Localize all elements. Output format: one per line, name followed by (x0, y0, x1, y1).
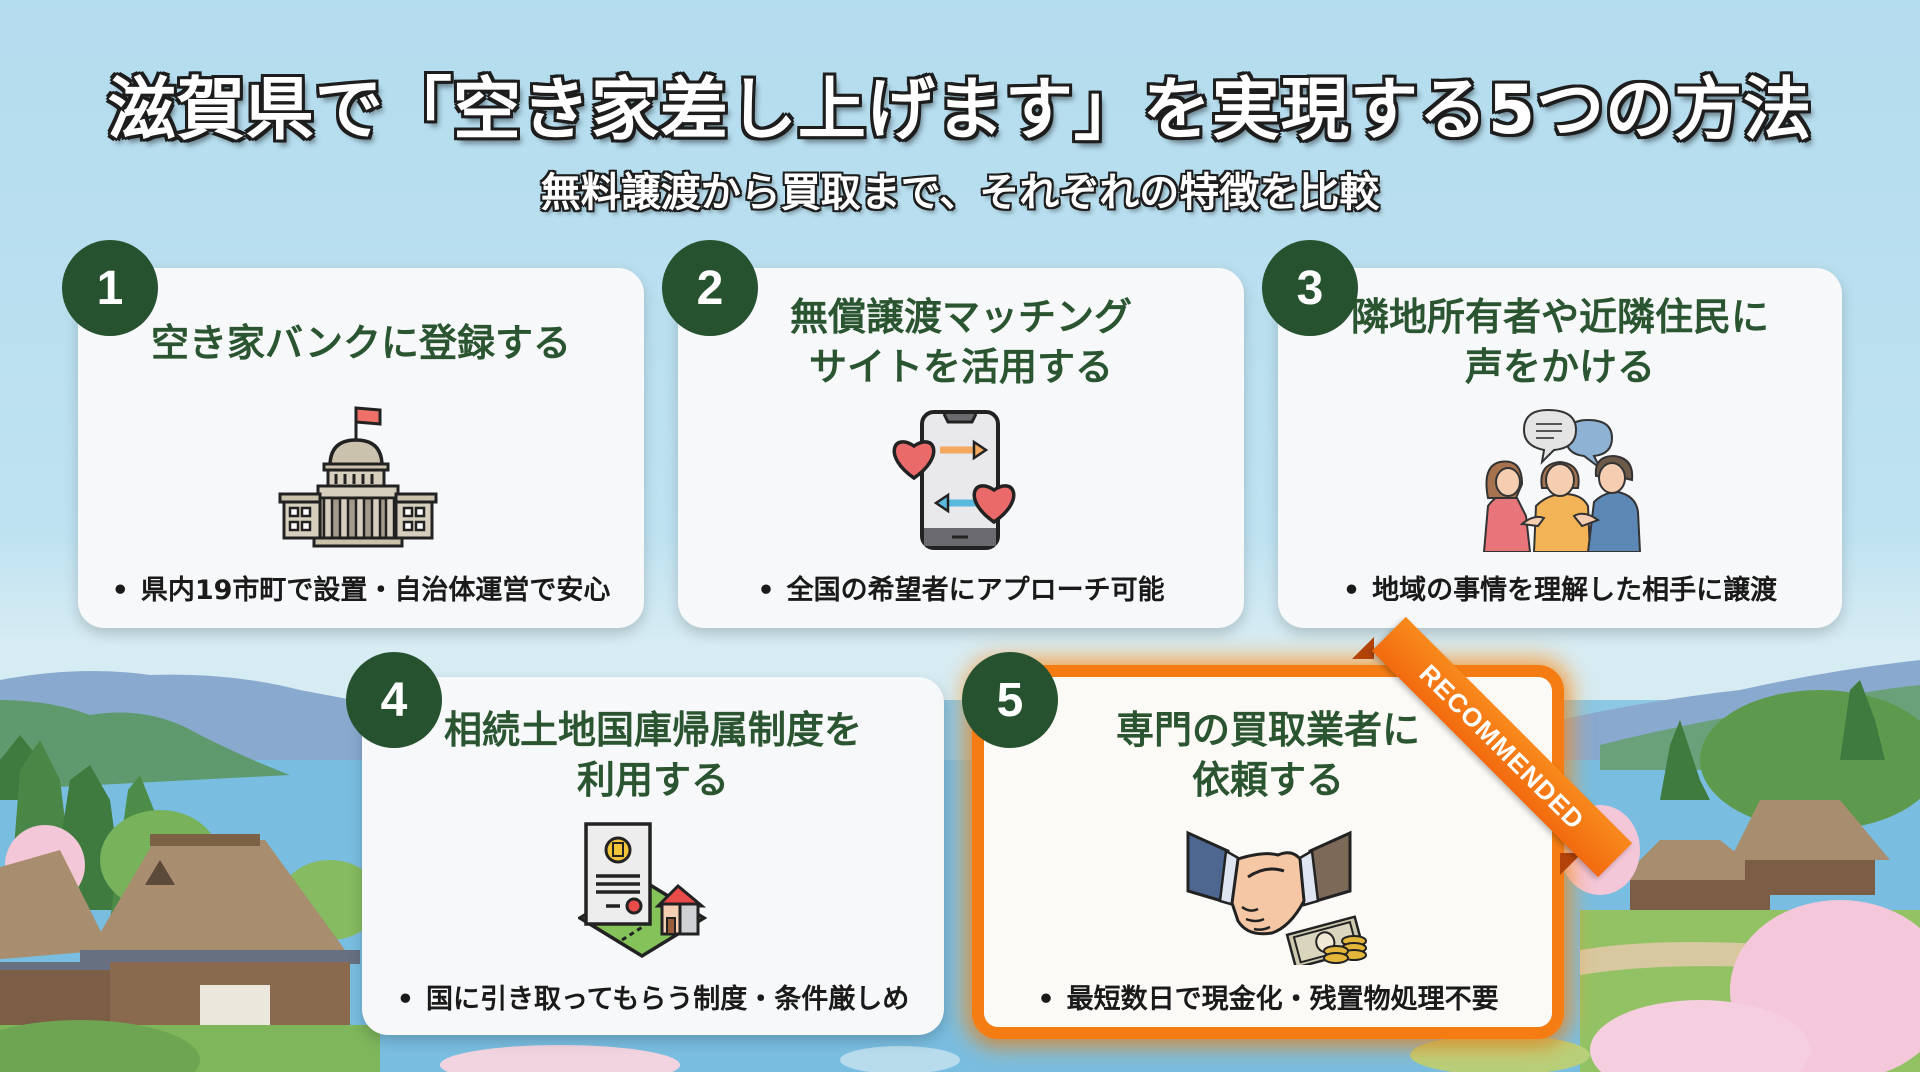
bullet-icon: • (396, 984, 414, 1015)
card-bullet: • 国に引き取ってもらう制度・条件厳しめ (362, 977, 944, 1016)
card-bullet-text: 国に引き取ってもらう制度・条件厳しめ (425, 984, 910, 1015)
step-badge-5: 5 (962, 652, 1058, 748)
card-title: 無償譲渡マッチング サイトを活用する (789, 295, 1132, 389)
card-bullet: • 最短数日で現金化・残置物処理不要 (984, 977, 1552, 1016)
card-title: 空き家バンクに登録する (151, 321, 571, 365)
method-card-3[interactable]: 隣地所有者や近隣住民に 声をかける • 地域の事情を理解した相手に譲渡 (1278, 268, 1842, 628)
bullet-icon: • (757, 575, 775, 606)
card-bullet: • 地域の事情を理解した相手に譲渡 (1278, 568, 1842, 607)
bullet-icon: • (1037, 984, 1055, 1015)
step-badge-2: 2 (662, 240, 758, 336)
step-badge-4: 4 (346, 652, 442, 748)
bullet-icon: • (1342, 575, 1361, 606)
card-title: 相続土地国庫帰属制度を 利用する (443, 708, 862, 802)
card-bullet-text: 県内19市町で設置・自治体運営で安心 (140, 575, 611, 606)
card-bullet-text: 全国の希望者にアプローチ可能 (786, 575, 1165, 606)
step-badge-3: 3 (1262, 240, 1358, 336)
method-card-1[interactable]: 空き家バンクに登録する • 県内19市町で設置・自治体運営で安心 (78, 268, 644, 628)
smartphone-hearts-exchange-icon (888, 410, 1028, 550)
card-bullet: • 県内19市町で設置・自治体運営で安心 (78, 568, 644, 607)
government-building-icon (278, 400, 438, 548)
page-subtitle: 無料譲渡から買取まで、それぞれの特徴を比較 (540, 170, 1380, 216)
card-bullet-text: 最短数日で現金化・残置物処理不要 (1066, 984, 1499, 1015)
people-talking-icon (1478, 406, 1646, 553)
method-card-2[interactable]: 無償譲渡マッチング サイトを活用する • 全国の希望者にアプローチ可能 (678, 268, 1244, 628)
handshake-money-icon (1186, 829, 1376, 970)
card-title: 専門の買取業者に 依頼する (1115, 708, 1420, 802)
bullet-icon: • (111, 575, 129, 606)
step-badge-1: 1 (62, 240, 158, 336)
method-card-5-recommended[interactable]: 専門の買取業者に 依頼する • 最短数日で現金化・残置物処理不要 (972, 665, 1564, 1039)
card-bullet-text: 地域の事情を理解した相手に譲渡 (1372, 575, 1778, 606)
card-bullet: • 全国の希望者にアプローチ可能 (678, 568, 1244, 607)
method-card-4[interactable]: 相続土地国庫帰属制度を 利用する • 国に引き取ってもらう制度・条件厳しめ (362, 677, 944, 1035)
certificate-land-house-icon (576, 822, 708, 964)
page-title: 滋賀県で「空き家差し上げます」を実現する5つの方法 (107, 71, 1813, 150)
card-title: 隣地所有者や近隣住民に 声をかける (1350, 295, 1769, 389)
